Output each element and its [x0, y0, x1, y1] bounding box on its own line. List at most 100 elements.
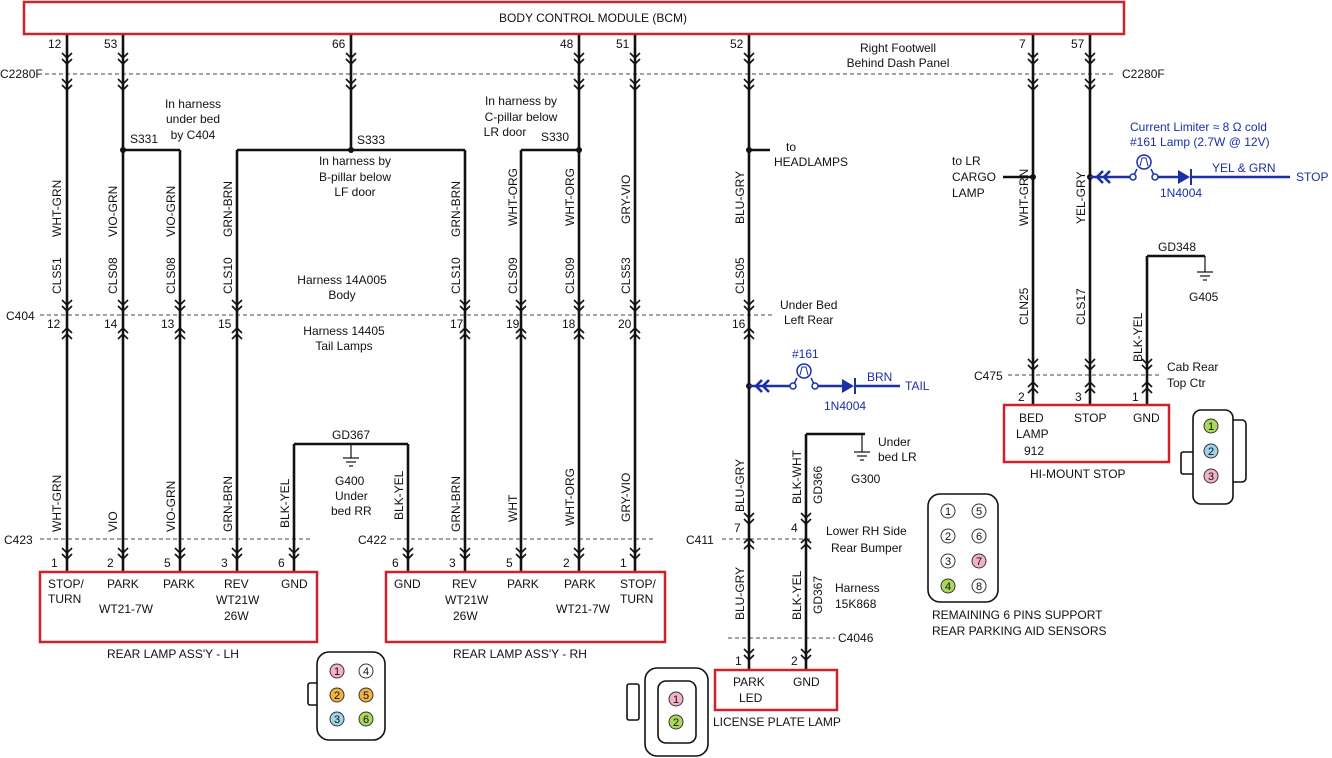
svg-text:CLS08: CLS08 [164, 257, 178, 294]
svg-text:BLK-WHT: BLK-WHT [790, 449, 804, 504]
tail-lamp: #161 [792, 347, 819, 361]
connector-arrow-icon [1027, 380, 1039, 394]
connector-arrow-icon [1027, 358, 1039, 372]
hi-mount-title: HI-MOUNT STOP [1030, 467, 1126, 481]
svg-text:17: 17 [450, 317, 464, 331]
svg-text:LAMP: LAMP [952, 186, 985, 200]
svg-text:BLU-GRY: BLU-GRY [733, 567, 747, 620]
svg-text:912: 912 [1024, 444, 1044, 458]
hi-mount-stop-lamp[interactable]: BED LAMP 912 STOP GND HI-MOUNT STOP [1002, 403, 1171, 481]
pin-8 [971, 578, 987, 594]
svg-text:3: 3 [449, 556, 456, 570]
connector-arrow-icon [629, 326, 641, 340]
label-c2280f-left: C2280F [0, 67, 43, 81]
connector-arrow-icon [1027, 52, 1039, 66]
svg-text:WHT-ORG: WHT-ORG [506, 168, 520, 226]
c423-c422-pins: 1 2 5 3 6 6 3 5 2 1 7 4 1 2 2 3 1 [51, 390, 1139, 668]
lamp-161-tail-icon [796, 363, 812, 379]
connector-arrow-icon [743, 512, 755, 526]
svg-text:6: 6 [976, 531, 982, 543]
label-c422: C422 [358, 533, 387, 547]
connector-arrow-icon [1084, 380, 1096, 394]
svg-text:6: 6 [363, 714, 369, 726]
svg-text:WT21-7W: WT21-7W [99, 602, 154, 616]
connector-arrow-icon [1084, 358, 1096, 372]
svg-text:3: 3 [334, 714, 340, 726]
svg-text:18: 18 [562, 317, 576, 331]
current-limiter-circuit: Current Limiter ≈ 8 Ω cold #161 Lamp (2.… [1090, 120, 1328, 200]
label-c411: C411 [686, 533, 714, 547]
tail-circuit: #161 BRN TAIL 1N4004 [749, 347, 930, 413]
connector-arrow-icon [1141, 380, 1153, 394]
connector-arrow-icon [459, 299, 471, 313]
svg-text:12: 12 [48, 37, 62, 51]
pin-2 [329, 687, 345, 703]
svg-text:CLS17: CLS17 [1074, 288, 1088, 325]
svg-text:CLS05: CLS05 [733, 257, 747, 294]
connector-arrow-icon [288, 547, 300, 561]
svg-text:WT21W: WT21W [216, 593, 260, 607]
pin-2 [940, 528, 956, 544]
svg-text:2: 2 [673, 717, 679, 729]
svg-text:2: 2 [791, 654, 798, 668]
notes: Right Footwell Behind Dash Panel In harn… [165, 41, 1218, 638]
ground-icon-g400 [343, 457, 359, 467]
rear-lamp-rh[interactable]: GND REV PARK PARK STOP/ TURN WT21W 26W W… [384, 570, 667, 661]
svg-text:Body: Body [328, 288, 355, 302]
pin-6 [971, 528, 987, 544]
svg-text:LED: LED [739, 691, 763, 705]
connector-arrow-icon [61, 299, 73, 313]
svg-text:GD367: GD367 [811, 576, 825, 614]
ground-labels: GD367 G400 Under bed RR GD348 G405 Under… [331, 240, 1219, 518]
svg-text:WT21W: WT21W [445, 593, 489, 607]
connector-arrow-icon [1027, 78, 1039, 92]
svg-text:to LR: to LR [952, 154, 981, 168]
splice-s331: S331 [130, 132, 158, 146]
bcm-title: BODY CONTROL MODULE (BCM) [499, 11, 687, 25]
svg-text:Harness 14A005: Harness 14A005 [297, 273, 387, 287]
svg-text:15K868: 15K868 [835, 597, 877, 611]
svg-text:Right Footwell: Right Footwell [860, 41, 936, 55]
svg-text:C-pillar below: C-pillar below [485, 110, 558, 124]
svg-text:1: 1 [334, 666, 340, 678]
connector-arrow-icon [629, 78, 641, 92]
svg-text:1: 1 [620, 556, 627, 570]
svg-text:WHT-GRN: WHT-GRN [1017, 169, 1031, 226]
connector-arrow-icon [61, 52, 73, 66]
connector-arrow-icon [743, 299, 755, 313]
ground-icon-g405 [1197, 271, 1213, 281]
svg-text:52: 52 [730, 37, 744, 51]
svg-text:26W: 26W [453, 609, 478, 623]
svg-text:VIO: VIO [106, 511, 120, 532]
connector-arrow-icon [459, 326, 471, 340]
connector-labels: C2280F C2280F C404 C423 C422 C411 C4046 … [0, 67, 1165, 645]
svg-text:CLS09: CLS09 [563, 257, 577, 294]
pin-1 [1203, 418, 1219, 434]
svg-text:G405: G405 [1189, 290, 1219, 304]
svg-text:3: 3 [1075, 390, 1082, 404]
rear-lamp-lh[interactable]: STOP/ TURN PARK PARK REV GND WT21-7W WT2… [38, 570, 319, 661]
svg-text:Rear Bumper: Rear Bumper [831, 541, 902, 555]
svg-text:B-pillar below: B-pillar below [319, 170, 391, 184]
svg-text:Harness: Harness [835, 581, 880, 595]
svg-text:STOP/: STOP/ [620, 577, 656, 591]
connector-arrow-icon [117, 78, 129, 92]
license-plate-lamp[interactable]: PARK LED GND LICENSE PLATE LAMP [713, 668, 841, 729]
svg-text:Tail Lamps: Tail Lamps [315, 339, 372, 353]
svg-text:14: 14 [104, 317, 118, 331]
bcm-pins: 12 53 66 48 51 52 7 57 [48, 37, 1085, 51]
svg-text:1: 1 [673, 694, 679, 706]
connector-arrow-icon [231, 299, 243, 313]
connector-arrow-icon [402, 547, 414, 561]
svg-text:CLS51: CLS51 [50, 257, 64, 294]
bcm-module[interactable]: BODY CONTROL MODULE (BCM) [22, 0, 1126, 36]
svg-text:STOP/: STOP/ [48, 577, 84, 591]
svg-text:PARK: PARK [507, 577, 539, 591]
pin-6 [358, 711, 374, 727]
svg-text:WHT-ORG: WHT-ORG [563, 468, 577, 526]
svg-text:5: 5 [506, 556, 513, 570]
svg-text:19: 19 [506, 317, 520, 331]
svg-text:VIO-GRN: VIO-GRN [164, 186, 178, 237]
svg-text:1: 1 [51, 556, 58, 570]
connector-arrow-icon [117, 547, 129, 561]
